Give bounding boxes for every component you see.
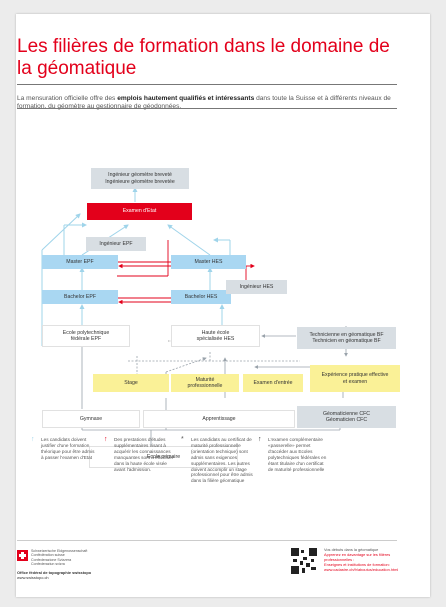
box-ingenieur-epf: Ingénieur EPF — [86, 237, 146, 251]
office-block: Office fédéral de topographie swisstopo … — [17, 570, 92, 581]
box-gymnase: Gymnase — [42, 410, 140, 428]
link-filieres[interactable]: Apprenez en davantage sur les filières p… — [324, 551, 391, 562]
qr-code-icon — [291, 548, 317, 574]
box-technicien-geomatique: Technicienne en géomatique BF Technicien… — [297, 327, 396, 349]
gov-line: Confederazione Svizzera — [31, 557, 72, 562]
links-title: Vos débuts dans la géomatique — [324, 547, 379, 552]
arrow-up-icon: ↑ — [31, 436, 35, 443]
box-haute-ecole: Haute école spécialisée HES — [171, 325, 260, 347]
note-4-text: L'examen complémentaire «passerelle» per… — [268, 437, 327, 472]
box-master-hes: Master HES — [171, 255, 246, 269]
box-geomaticien-cfc: Géomaticienne CFC Géomaticien CFC — [297, 406, 396, 428]
box-ingenieur-geometre: Ingénieur géomètre breveté Ingénieure gé… — [91, 168, 189, 189]
asterisk-icon: * — [181, 436, 184, 443]
box-apprentissage: Apprentissage — [143, 410, 295, 428]
footer-links: Vos débuts dans la géomatique Apprenez e… — [324, 547, 416, 573]
note-1-text: Les candidats doivent justifier d'une fo… — [41, 437, 95, 460]
box-examen-entree: Examen d'entrée — [243, 374, 303, 392]
box-ecole-primaire: Ecole primaire — [89, 446, 238, 468]
title-divider — [17, 84, 397, 85]
gov-line: Confederaziun svizra — [31, 561, 65, 566]
page-title: Les filières de formation dans le domain… — [17, 36, 390, 79]
link-url[interactable]: www.cadastre.ch/fr/aboutus/education.htm… — [324, 566, 399, 572]
arrow-up-icon: ↑ — [104, 436, 108, 443]
link-institutions[interactable]: Enseignes et institutions de formation: — [324, 561, 390, 567]
intro-text-start: La mensuration officielle offre des — [17, 94, 118, 102]
note-3-text: Les candidats au certificat de maturité … — [191, 437, 253, 484]
box-experience-pratique: Expérience pratique effective et examen — [310, 365, 400, 392]
box-master-epf: Master EPF — [42, 255, 118, 269]
swiss-cross-icon — [17, 550, 28, 561]
note-2-text: Des prestations d'études supplémentaires… — [114, 437, 174, 472]
intro-text-end: dans toute la Suisse et à différents niv… — [17, 94, 391, 111]
office-url[interactable]: www.swisstopo.ch — [17, 574, 49, 580]
arrow-up-icon: ↑ — [258, 436, 262, 443]
gov-line: Schweizerische Eidgenossenschaft — [31, 549, 88, 553]
confederation-names: Schweizerische Eidgenossenschaft Confédé… — [31, 549, 87, 566]
gov-line: Confédération suisse — [31, 553, 65, 558]
box-stage: Stage — [93, 374, 169, 392]
box-ecole-polytechnique: Ecole polytechnique fédérale EPF — [42, 325, 130, 347]
office-name: Office fédéral de topographie swisstopo — [17, 570, 92, 575]
box-ingenieur-hes: Ingénieur HES — [226, 280, 287, 294]
box-bachelor-hes: Bachelor HES — [171, 290, 231, 304]
intro-divider — [17, 108, 397, 109]
footer-divider — [17, 540, 397, 541]
intro-text: La mensuration officielle offre des empl… — [17, 95, 397, 112]
box-maturite: Maturité professionnelle — [171, 374, 239, 392]
box-bachelor-epf: Bachelor EPF — [42, 290, 118, 304]
box-examen-etat: Examen d'Etat — [87, 203, 192, 220]
intro-text-bold: emplois hautement qualifiés et intéressa… — [117, 94, 255, 102]
